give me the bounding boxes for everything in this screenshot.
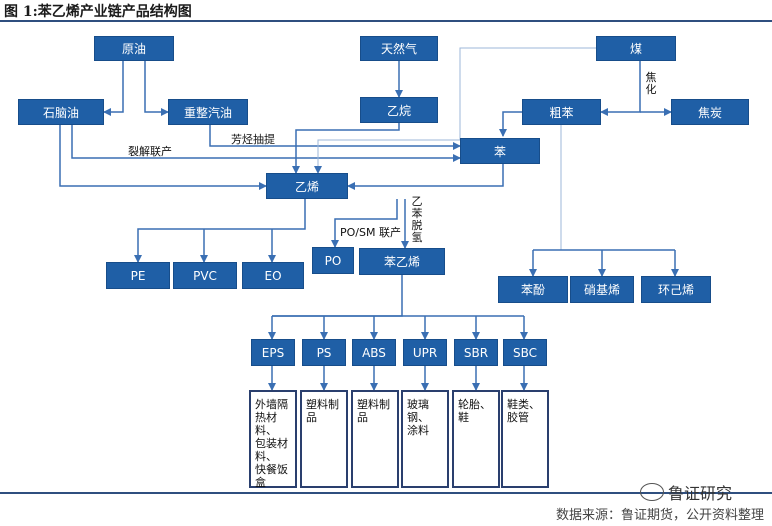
edge-ethane-to-ethylene [292,123,400,174]
node-ethane: 乙烷 [360,97,438,123]
node-pe: PE [106,262,170,289]
node-coke: 焦炭 [671,99,749,125]
node-nitrobenzene: 硝基烯 [570,276,634,303]
node-crude-oil: 原油 [94,36,174,61]
edge-crude-to-naphtha [103,61,124,116]
product-ps: 塑料制 品 [300,390,348,488]
node-styrene: 苯乙烯 [359,248,445,275]
edge-ethylene-to-derivatives [134,199,306,263]
node-sbc: SBC [503,339,547,366]
node-benzene: 苯 [460,138,540,164]
edge-crude-to-reformate [144,61,169,116]
wechat-icon [640,483,664,501]
edge-coal-to-crudebenzene [600,61,641,116]
edge-naphtha-to-ethylene [59,125,267,190]
node-crude-benzene: 粗苯 [522,99,601,125]
watermark: 鲁证研究 [640,480,732,504]
node-upr: UPR [403,339,447,366]
watermark-text: 鲁证研究 [668,484,733,503]
figure-title: 图 1:苯乙烯产业链产品结构图 [4,4,192,20]
edge-crudebenzene-to-benzene [499,111,522,137]
node-abs: ABS [352,339,396,366]
product-sbr: 轮胎、 鞋 [452,390,500,488]
label-ethylbenzene-dehydrogenation: 乙 苯 脱 氢 [411,195,423,244]
node-phenol: 苯酚 [498,276,568,303]
top-rule [0,20,772,22]
node-reformate: 重整汽油 [168,99,248,125]
node-coal: 煤 [596,36,676,61]
node-ps: PS [302,339,346,366]
edge-reformate-to-benzene [209,125,461,150]
node-naphtha: 石脑油 [18,99,104,125]
edge-benzene-to-ethylene [347,164,504,190]
edge-ethylene-to-po [331,199,398,248]
label-coking: 焦 化 [645,71,657,96]
label-posm-coproduction: PO/SM 联产 [340,226,401,239]
bottom-rule [0,492,772,494]
node-sbr: SBR [454,339,498,366]
product-sbc: 鞋类、 胶管 [501,390,549,488]
node-cyclohexene: 环己烯 [641,276,711,303]
label-aromatics-extraction: 芳烃抽提 [231,133,275,146]
product-abs: 塑料制 品 [351,390,399,488]
node-po: PO [312,247,354,274]
source-note: 数据来源：鲁证期货，公开资料整理 [555,508,764,523]
node-ethylene: 乙烯 [266,173,348,199]
edge-naphtha-to-benzene [71,125,461,162]
label-cracking-coproduction: 裂解联产 [128,145,172,158]
product-eps: 外墙隔 热材料、 包装材 料、 快餐饭 盒 [249,390,297,489]
node-natural-gas: 天然气 [360,36,438,61]
node-eps: EPS [251,339,295,366]
product-upr: 玻璃 钢、 涂料 [401,390,449,488]
node-pvc: PVC [173,262,237,289]
node-eo: EO [242,262,304,289]
